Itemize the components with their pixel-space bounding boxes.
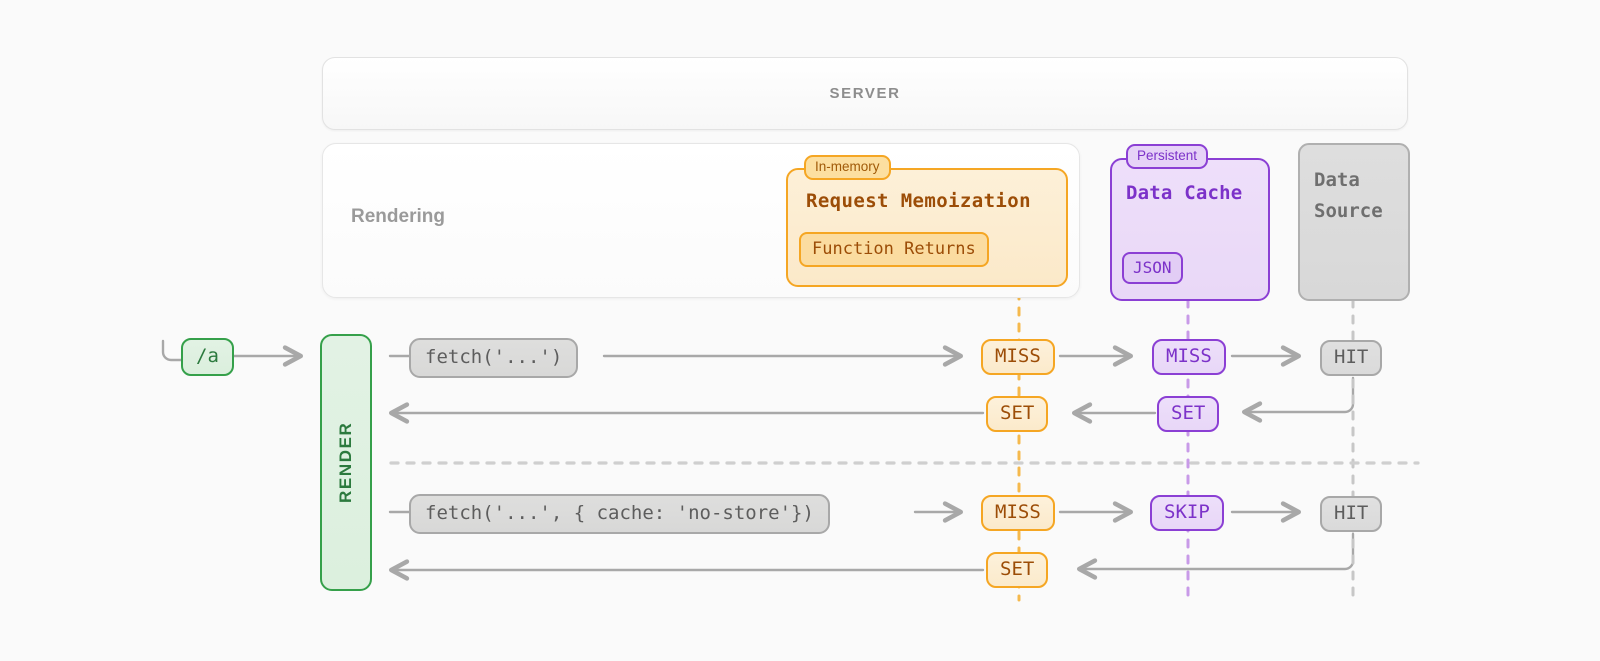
rendering-label: Rendering — [351, 206, 445, 227]
data-cache-status-row-2: SKIP — [1150, 495, 1224, 531]
request-memoization-title: Request Memoization — [806, 190, 1031, 212]
memoization-write-row-1: SET — [986, 396, 1049, 432]
render-bar-label: RENDER — [336, 421, 355, 504]
server-panel: SERVER — [322, 57, 1408, 130]
render-bar: RENDER — [320, 334, 372, 591]
json-chip: JSON — [1122, 252, 1183, 284]
data-cache-box: Persistent Data Cache JSON — [1110, 144, 1270, 301]
data-source-title-line2: Source — [1314, 200, 1383, 223]
data-cache-title: Data Cache — [1126, 182, 1243, 204]
memoization-write-row-2: SET — [986, 552, 1049, 588]
data-source-status-row-2: HIT — [1320, 496, 1383, 532]
data-source-status-row-1: HIT — [1320, 340, 1383, 376]
data-source-title: Data Source — [1314, 165, 1383, 228]
route-pill-a[interactable]: /a — [181, 338, 234, 376]
memoization-status-row-2: MISS — [981, 495, 1055, 531]
entry-curve — [161, 339, 183, 362]
data-cache-write-row-1: SET — [1157, 396, 1220, 432]
function-returns-chip: Function Returns — [799, 232, 989, 267]
source-to-memo-return-2 — [1076, 532, 1355, 580]
data-cache-tag: Persistent — [1126, 144, 1209, 170]
data-source-box: Data Source — [1298, 143, 1410, 301]
request-memoization-box: In-memory Request Memoization Function R… — [786, 155, 1068, 287]
request-memoization-tag: In-memory — [804, 155, 891, 181]
data-cache-status-row-1: MISS — [1152, 339, 1226, 375]
server-label: SERVER — [829, 85, 901, 102]
fetch-call-row-1[interactable]: fetch('...') — [409, 338, 579, 378]
source-to-dc-return-1 — [1241, 376, 1355, 423]
memoization-status-row-1: MISS — [981, 339, 1055, 375]
data-source-title-line1: Data — [1314, 169, 1360, 191]
fetch-call-row-2[interactable]: fetch('...', { cache: 'no-store'}) — [409, 494, 830, 534]
